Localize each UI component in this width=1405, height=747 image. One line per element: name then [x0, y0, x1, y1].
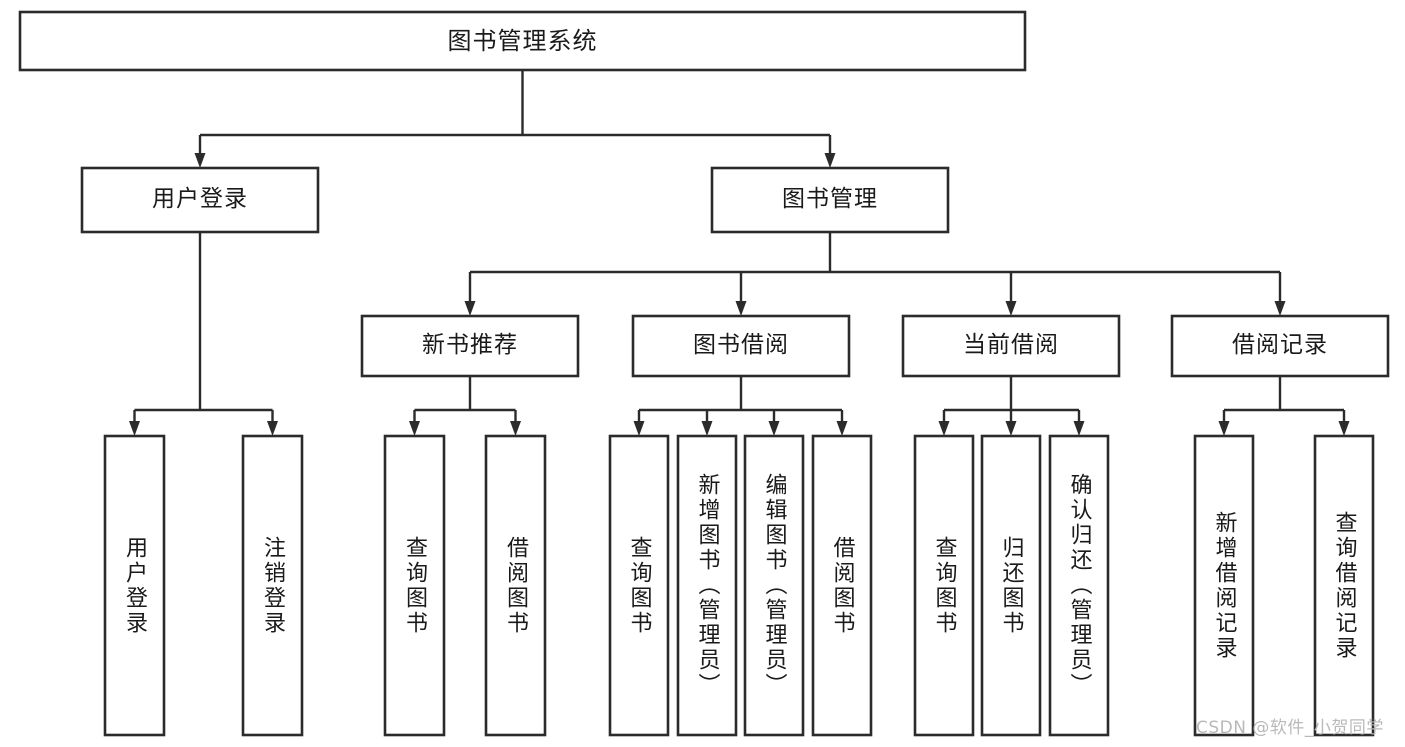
node-box-leaf_4[interactable]: [608, 434, 670, 737]
node-box-leaf_7[interactable]: [811, 434, 873, 737]
arrow-head-icon: [129, 421, 140, 436]
arrow-head-icon: [768, 421, 780, 436]
arrow-head-icon: [836, 421, 848, 436]
arrow-head-icon: [1073, 421, 1085, 436]
arrow-head-icon: [1274, 301, 1286, 316]
arrow-head-icon: [1005, 421, 1017, 436]
node-box-leaf_3[interactable]: [484, 434, 547, 737]
node-box-leaf_10[interactable]: [1048, 434, 1110, 737]
node-box-l2_3[interactable]: [1170, 314, 1390, 378]
node-box-l1_1[interactable]: [710, 166, 950, 234]
arrow-head-icon: [464, 301, 476, 316]
arrow-head-icon: [409, 421, 420, 436]
node-box-l1_0[interactable]: [80, 166, 320, 234]
node-box-leaf_1[interactable]: [241, 434, 304, 737]
node-box-leaf_12[interactable]: [1313, 434, 1375, 737]
node-box-leaf_9[interactable]: [980, 434, 1042, 737]
node-box-l2_2[interactable]: [901, 314, 1121, 378]
arrow-head-icon: [633, 421, 645, 436]
node-box-leaf_6[interactable]: [743, 434, 805, 737]
arrow-head-icon: [824, 153, 836, 168]
node-box-leaf_2[interactable]: [383, 434, 446, 737]
arrow-head-icon: [1005, 301, 1017, 316]
edges-layer: [129, 70, 1350, 436]
node-box-leaf_0[interactable]: [103, 434, 166, 737]
node-box-root[interactable]: [18, 10, 1027, 72]
arrow-head-icon: [1218, 421, 1230, 436]
node-box-l2_0[interactable]: [360, 314, 580, 378]
arrow-head-icon: [701, 421, 713, 436]
arrow-head-icon: [194, 153, 206, 168]
arrow-head-icon: [1338, 421, 1350, 436]
node-box-leaf_5[interactable]: [676, 434, 738, 737]
node-box-leaf_11[interactable]: [1193, 434, 1255, 737]
arrow-head-icon: [938, 421, 950, 436]
arrow-head-icon: [510, 421, 521, 436]
arrow-head-icon: [267, 421, 278, 436]
arrow-head-icon: [735, 301, 747, 316]
node-box-l2_1[interactable]: [631, 314, 851, 378]
node-box-leaf_8[interactable]: [913, 434, 975, 737]
boxes-layer: [18, 10, 1390, 737]
